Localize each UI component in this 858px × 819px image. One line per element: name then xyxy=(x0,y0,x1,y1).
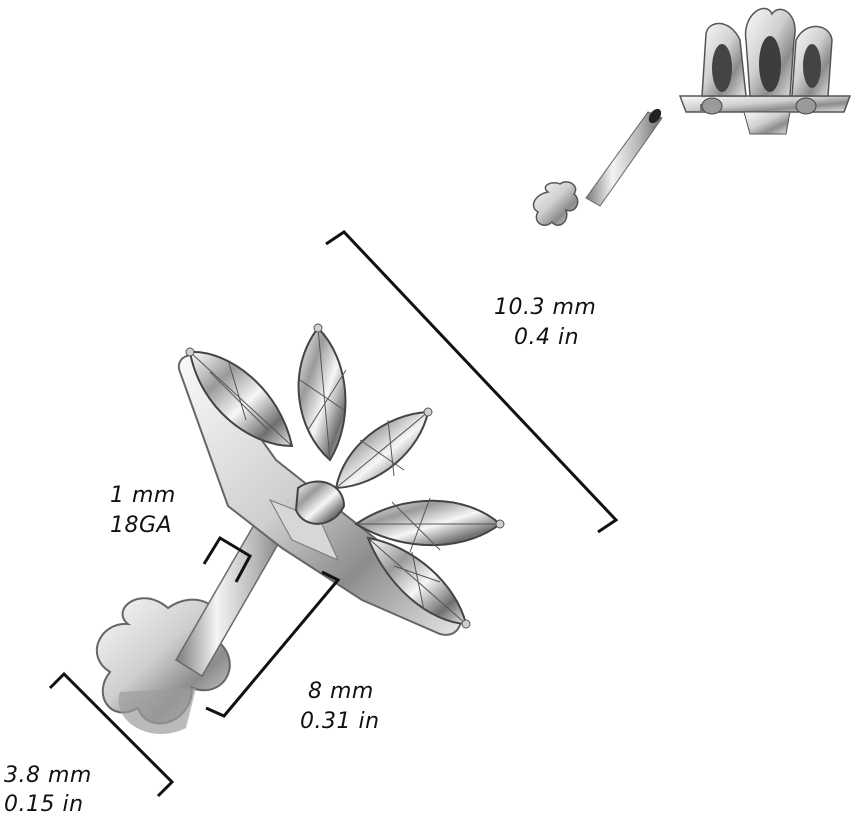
exploded-lotus-top xyxy=(678,7,852,135)
length-mm-label: 10.3 mm xyxy=(494,295,597,320)
length-in-label: 0.4 in xyxy=(514,325,580,350)
gem-left xyxy=(188,350,294,448)
gem-middle xyxy=(334,410,430,490)
length-dimension-line xyxy=(325,230,619,534)
gauge-dimension-line xyxy=(202,535,252,583)
dimension-lines xyxy=(48,230,619,798)
post-in-label: 0.31 in xyxy=(300,709,380,734)
gauge-ga-label: 18GA xyxy=(110,513,173,538)
gem-right xyxy=(354,497,502,553)
prongs xyxy=(185,323,505,629)
exploded-post xyxy=(532,108,663,226)
gauge-mm-label: 1 mm xyxy=(110,483,176,508)
disc-dimension-line xyxy=(48,671,175,798)
gem-lower xyxy=(366,536,468,626)
exploded-view xyxy=(532,7,852,226)
disc-in-label: 0.15 in xyxy=(4,792,84,817)
post-dimension-line xyxy=(205,570,341,718)
disc-mm-label: 3.8 mm xyxy=(4,763,92,788)
gem-upper xyxy=(297,326,347,462)
gem-center-small xyxy=(294,480,346,525)
post-mm-label: 8 mm xyxy=(308,679,374,704)
main-piercing xyxy=(96,323,505,734)
